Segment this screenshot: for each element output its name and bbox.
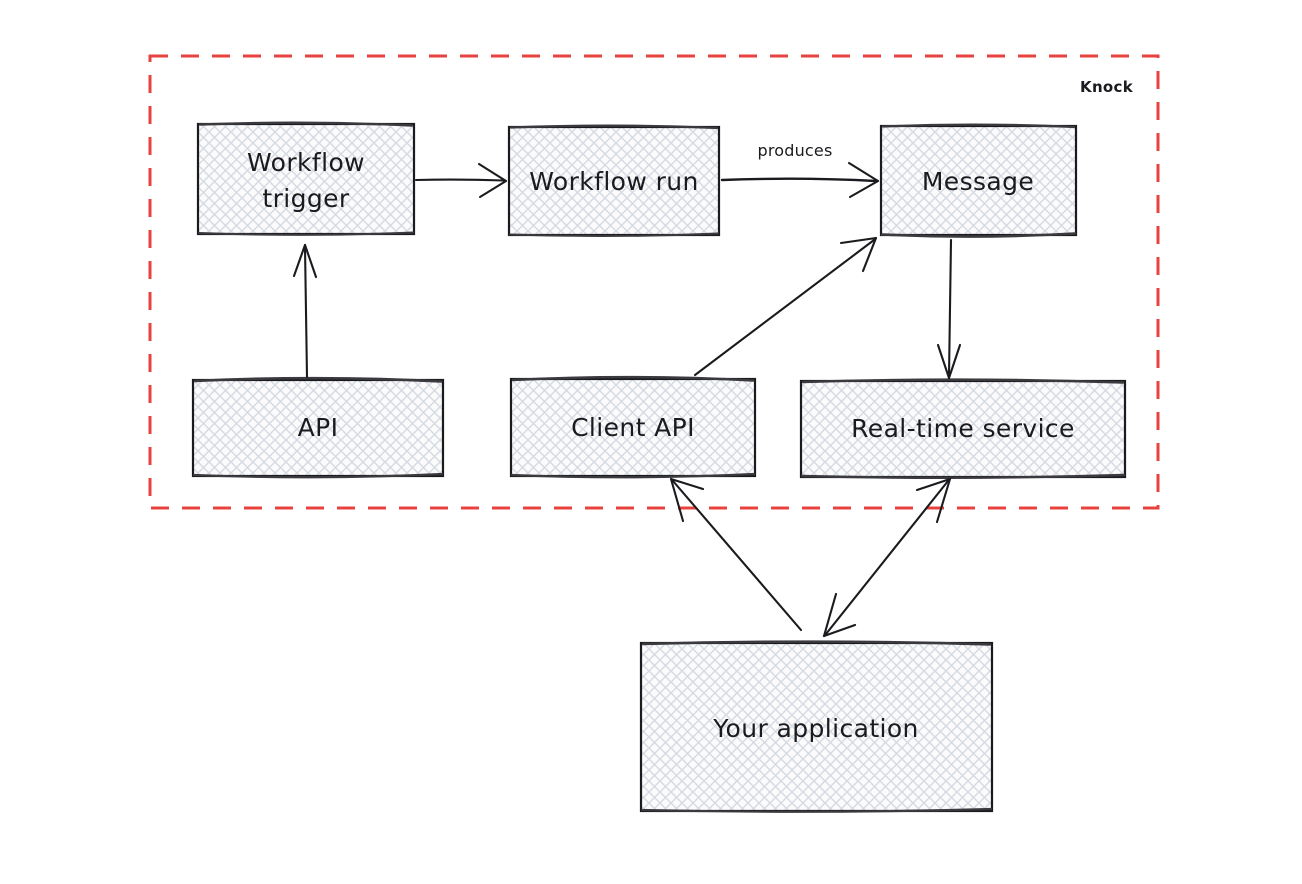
node-real-time-service[interactable]: Real-time service <box>799 378 1127 479</box>
node-api-shape <box>191 378 445 478</box>
node-client-api[interactable]: Client API <box>509 375 757 479</box>
node-workflow-trigger-label-line2: trigger <box>262 184 350 213</box>
node-api-label: API <box>298 413 339 442</box>
node-workflow-trigger-label-line1: Workflow <box>247 148 365 177</box>
node-real-time-service-sketch-bottom <box>800 473 1126 479</box>
node-workflow-trigger-sketch-top <box>198 121 414 127</box>
node-message[interactable]: Message <box>879 123 1078 238</box>
node-your-application-label: Your application <box>712 714 919 743</box>
node-client-api-sketch-top <box>511 375 755 382</box>
node-message-sketch-top <box>881 123 1076 129</box>
node-api[interactable]: API <box>191 376 445 479</box>
knock-boundary-rect <box>148 54 1160 510</box>
node-workflow-run[interactable]: Workflow run <box>507 124 721 238</box>
node-your-application[interactable]: Your application <box>639 640 994 813</box>
node-workflow-trigger[interactable]: Workflow trigger <box>196 121 416 236</box>
node-message-sketch-bottom <box>880 232 1077 238</box>
edge-your-application-to-client-api <box>669 477 803 632</box>
edge-run-to-message-label: produces <box>757 141 832 160</box>
node-your-application-sketch-top <box>641 640 992 646</box>
node-workflow-run-sketch-top <box>509 124 719 130</box>
node-workflow-trigger-shape <box>196 122 416 236</box>
node-real-time-service-sketch-top <box>801 378 1125 384</box>
node-api-sketch-bottom <box>192 472 444 479</box>
node-workflow-run-shape <box>507 125 721 237</box>
node-your-application-shape <box>639 641 994 813</box>
node-client-api-label: Client API <box>571 413 695 442</box>
edge-message-to-real-time-service <box>936 238 962 380</box>
node-message-label: Message <box>922 167 1034 196</box>
knock-boundary-label: Knock <box>1080 78 1134 96</box>
node-workflow-run-label: Workflow run <box>529 167 699 196</box>
edge-run-to-message: produces <box>720 141 880 199</box>
node-api-sketch-top <box>193 376 443 383</box>
edge-client-api-to-message <box>693 236 878 377</box>
node-real-time-service-label: Real-time service <box>851 414 1075 443</box>
node-your-application-sketch-bottom <box>640 807 993 813</box>
edge-your-application-to-real-time-service <box>822 477 952 638</box>
node-client-api-shape <box>509 377 757 478</box>
node-workflow-trigger-sketch-bottom <box>198 231 414 236</box>
node-client-api-sketch-bottom <box>510 472 756 479</box>
edge-api-to-trigger <box>292 243 318 379</box>
node-workflow-run-sketch-bottom <box>509 232 719 238</box>
node-message-shape <box>879 124 1078 237</box>
knock-boundary-group: Knock <box>148 54 1160 510</box>
node-real-time-service-shape <box>799 379 1127 479</box>
edge-trigger-to-run <box>414 162 508 199</box>
